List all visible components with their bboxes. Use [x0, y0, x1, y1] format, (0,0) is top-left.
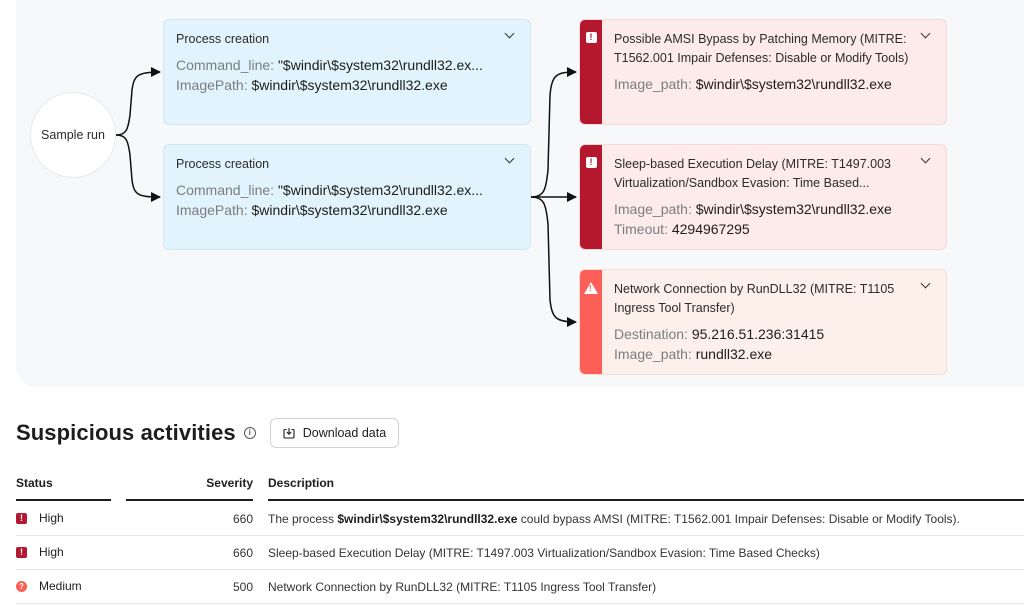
- image-path-field: ImagePath: $windir\$system32\rundll32.ex…: [176, 202, 448, 218]
- severity-value: 660: [232, 546, 253, 560]
- node-title: Process creation: [176, 157, 270, 171]
- exclamation-square-icon: !: [585, 157, 597, 168]
- table-row[interactable]: ?Medium 500 Network Connection by RunDLL…: [16, 570, 1024, 604]
- image-path-field: Image_path: $windir\$system32\rundll32.e…: [614, 76, 892, 92]
- command-line-field: Command_line: "$windir\$system32\rundll3…: [176, 57, 483, 73]
- suspicious-activities-header: Suspicious activities i Download data: [16, 418, 400, 448]
- high-severity-icon: !: [16, 546, 27, 558]
- chevron-down-icon[interactable]: [920, 29, 932, 41]
- chevron-down-icon[interactable]: [920, 154, 932, 166]
- destination-field: Destination: 95.216.51.236:31415: [614, 326, 825, 342]
- description: The process $windir\$system32\rundll32.e…: [268, 512, 960, 526]
- exclamation-square-icon: !: [585, 32, 597, 43]
- divider: [16, 499, 111, 501]
- column-header-severity[interactable]: Severity: [206, 476, 253, 490]
- table-header: Status Severity Description: [16, 470, 1024, 502]
- status-badge: ?Medium: [16, 579, 82, 593]
- column-header-description[interactable]: Description: [268, 476, 335, 490]
- process-creation-node-1[interactable]: Process creation Command_line: "$windir\…: [163, 19, 531, 125]
- description: Network Connection by RunDLL32 (MITRE: T…: [268, 580, 657, 594]
- alert-title: Possible AMSI Bypass by Patching Memory …: [614, 32, 909, 65]
- warning-triangle-icon: !: [584, 282, 598, 294]
- status-badge: !High: [16, 545, 64, 559]
- process-creation-node-2[interactable]: Process creation Command_line: "$windir\…: [163, 144, 531, 250]
- alert-node-amsi-bypass[interactable]: ! Possible AMSI Bypass by Patching Memor…: [579, 19, 947, 125]
- high-severity-icon: !: [16, 512, 27, 524]
- image-path-field: ImagePath: $windir\$system32\rundll32.ex…: [176, 77, 448, 93]
- download-data-button[interactable]: Download data: [269, 418, 400, 448]
- status-badge: !High: [16, 511, 64, 525]
- image-path-field: Image_path: $windir\$system32\rundll32.e…: [614, 201, 892, 217]
- command-line-field: Command_line: "$windir\$system32\rundll3…: [176, 182, 483, 198]
- image-path-field: Image_path: rundll32.exe: [614, 346, 773, 362]
- sample-run-node[interactable]: Sample run: [30, 92, 116, 178]
- divider: [126, 499, 253, 501]
- severity-value: 660: [232, 512, 253, 526]
- alert-node-sleep-delay[interactable]: ! Sleep-based Execution Delay (MITRE: T1…: [579, 144, 947, 250]
- medium-severity-icon: ?: [16, 580, 27, 592]
- table-row[interactable]: !High 660 The process $windir\$system32\…: [16, 502, 1024, 536]
- alert-title: Network Connection by RunDLL32 (MITRE: T…: [614, 282, 895, 315]
- section-title: Suspicious activities: [16, 420, 236, 445]
- chevron-down-icon[interactable]: [504, 29, 516, 41]
- timeout-field: Timeout: 4294967295: [614, 221, 750, 237]
- node-title: Process creation: [176, 32, 270, 46]
- sample-run-label: Sample run: [41, 128, 105, 142]
- suspicious-activities-table: Status Severity Description !High 660 Th…: [16, 470, 1024, 604]
- severity-value: 500: [232, 580, 253, 594]
- column-header-status[interactable]: Status: [16, 476, 53, 490]
- alert-node-network-connection[interactable]: ! Network Connection by RunDLL32 (MITRE:…: [579, 269, 947, 375]
- table-row[interactable]: !High 660 Sleep-based Execution Delay (M…: [16, 536, 1024, 570]
- description: Sleep-based Execution Delay (MITRE: T149…: [268, 546, 820, 560]
- info-icon[interactable]: i: [243, 427, 256, 439]
- divider: [268, 499, 1024, 501]
- chevron-down-icon[interactable]: [920, 279, 932, 291]
- chevron-down-icon[interactable]: [504, 154, 516, 166]
- alert-title: Sleep-based Execution Delay (MITRE: T149…: [614, 157, 892, 190]
- download-icon: [283, 427, 295, 439]
- download-label: Download data: [302, 426, 387, 440]
